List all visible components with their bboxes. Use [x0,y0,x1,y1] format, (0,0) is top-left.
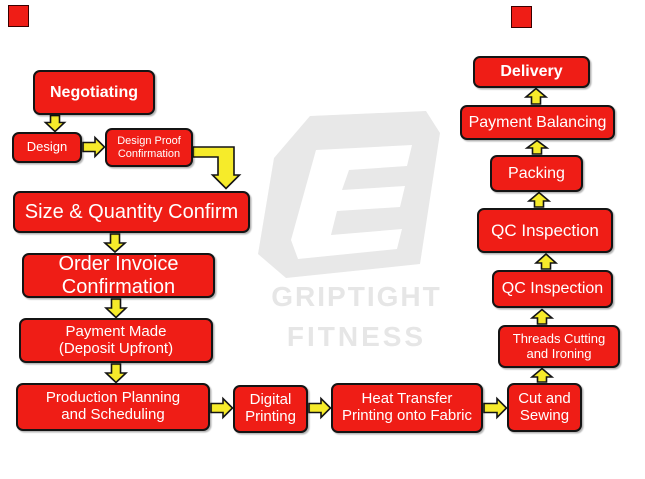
flow-box-heat-transfer-printing-label: Heat Transfer Printing onto Fabric [341,390,473,424]
flow-box-payment-made: Payment Made (Deposit Upfront) [19,318,213,363]
flow-box-delivery-label: Delivery [500,63,563,81]
flow-box-design: Design [12,132,82,163]
flow-box-delivery: Delivery [473,56,590,88]
watermark-brand-line1: GRIPTIGHT [271,281,442,312]
flow-box-qc-inspection-lower-label: QC Inspection [501,280,604,298]
arrow-qc-upper-to-packing-icon [526,191,552,208]
arrow-digital-printing-to-heat-transfer-icon [308,396,332,420]
arrow-payment-made-to-production-icon [103,363,129,384]
flow-box-heat-transfer-printing: Heat Transfer Printing onto Fabric [331,383,483,433]
arrow-production-to-digital-printing-icon [210,396,234,420]
flow-box-size-quantity-confirm: Size & Quantity Confirm [13,191,250,233]
flow-box-qc-inspection-lower: QC Inspection [492,270,613,308]
flow-box-threads-cutting-ironing-label: Threads Cutting and Ironing [512,330,606,361]
flow-box-packing-label: Packing [508,164,565,182]
arrow-packing-to-payment-balancing-icon [524,139,550,155]
arrow-qc-lower-to-qc-upper-icon [533,252,559,270]
decor-red-square-top-left [8,5,29,27]
flow-box-cut-and-sewing-label: Cut and Sewing [518,389,571,424]
flow-box-packing: Packing [490,155,583,192]
flow-box-qc-inspection-upper-label: QC Inspection [491,220,599,240]
flow-box-production-planning-label: Production Planning and Scheduling [45,389,181,423]
flow-box-payment-balancing: Payment Balancing [460,105,615,140]
flow-box-qc-inspection-upper: QC Inspection [477,208,613,253]
flow-box-negotiating-label: Negotiating [50,83,138,101]
arrow-design-to-design-proof-icon [82,135,106,159]
flow-box-size-quantity-confirm-label: Size & Quantity Confirm [24,200,239,223]
griptight-gf-monogram-logo [258,111,440,278]
arrow-design-proof-to-size-quantity-elbow-icon [192,146,242,190]
flow-box-negotiating: Negotiating [33,70,155,115]
flow-box-design-proof-confirmation: Design Proof Confirmation [105,128,193,167]
arrow-heat-transfer-to-cut-sewing-icon [483,396,508,420]
flow-box-payment-made-label: Payment Made (Deposit Upfront) [58,322,174,357]
decor-red-square-top-right [511,6,532,28]
arrow-threads-cutting-to-qc-lower-icon [529,308,555,325]
flow-box-production-planning: Production Planning and Scheduling [16,383,210,431]
flow-box-digital-printing-label: Digital Printing [245,391,296,425]
flow-box-order-invoice-confirmation: Order Invoice Confirmation [22,253,215,298]
flow-box-design-proof-confirmation-label: Design Proof Confirmation [117,135,181,160]
arrow-size-quantity-to-order-invoice-icon [102,233,128,254]
flow-box-threads-cutting-ironing: Threads Cutting and Ironing [498,325,620,368]
arrow-order-invoice-to-payment-made-icon [103,298,129,319]
flow-box-digital-printing: Digital Printing [233,385,308,433]
flow-box-cut-and-sewing: Cut and Sewing [507,383,582,432]
watermark-brand-line2: FITNESS [286,321,427,352]
flow-box-design-label: Design [26,139,68,155]
arrow-cut-sewing-to-threads-cutting-icon [529,367,555,383]
flow-box-order-invoice-confirmation-label: Order Invoice Confirmation [58,253,179,298]
flow-box-payment-balancing-label: Payment Balancing [468,113,607,131]
arrow-payment-balancing-to-delivery-icon [523,87,549,105]
arrow-negotiating-to-design-icon [43,114,67,133]
